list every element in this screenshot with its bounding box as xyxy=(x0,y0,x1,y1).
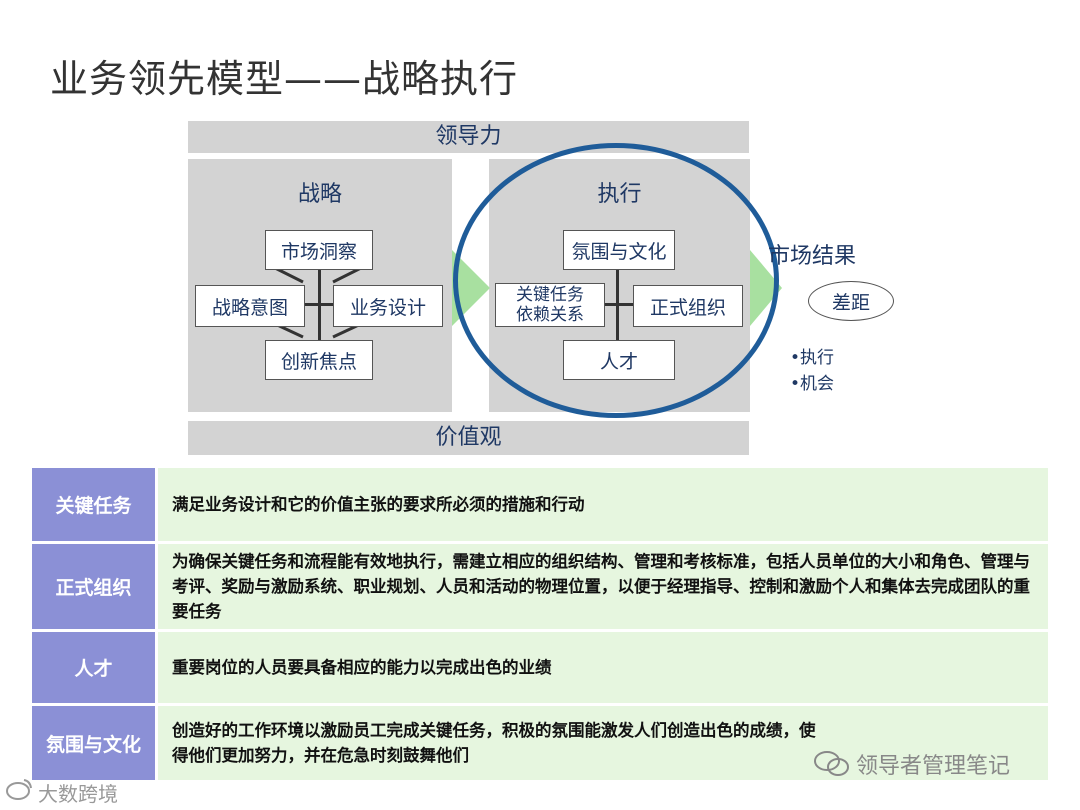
result-bullet-opportunity: •机会 xyxy=(790,374,835,394)
market-result-heading: 市场结果 xyxy=(768,244,857,269)
strategy-heading: 战略 xyxy=(297,182,342,207)
strategic-intent-box: 战略意图 xyxy=(195,285,305,327)
values-label: 价值观 xyxy=(435,425,502,450)
table-row-desc: 重要岗位的人员要具备相应的能力以完成出色的业绩 xyxy=(158,632,1048,703)
result-bullet-execution: •执行 xyxy=(790,348,835,368)
values-bar: 价值观 xyxy=(188,421,749,455)
table-row-label: 关键任务 xyxy=(32,468,155,541)
leadership-bar: 领导力 xyxy=(188,121,749,153)
strategy-connector-h xyxy=(300,303,336,306)
table-row-desc: 满足业务设计和它的价值主张的要求所必须的措施和行动 xyxy=(158,468,1048,541)
table-row-label: 正式组织 xyxy=(32,544,155,629)
weibo-icon xyxy=(6,779,32,800)
table-row-desc: 创造好的工作环境以激励员工完成关键任务，积极的氛围能激发人们创造出色的成绩，使得… xyxy=(158,706,1048,780)
business-design-box: 业务设计 xyxy=(333,285,443,327)
watermark-left: 大数跨境 xyxy=(38,782,118,806)
table-row-label: 氛围与文化 xyxy=(32,706,155,780)
page-title: 业务领先模型——战略执行 xyxy=(50,57,519,101)
table-row-label: 人才 xyxy=(32,632,155,703)
wechat-icon xyxy=(814,751,849,776)
gap-oval: 差距 xyxy=(808,281,894,321)
market-insight-box: 市场洞察 xyxy=(265,230,373,270)
table-row-desc: 为确保关键任务和流程能有效地执行，需建立相应的组织结构、管理和考核标准，包括人员… xyxy=(158,544,1048,629)
leadership-label: 领导力 xyxy=(435,124,502,149)
strategy-connector-v xyxy=(318,268,321,345)
execution-ellipse xyxy=(453,143,779,418)
innovation-focus-box: 创新焦点 xyxy=(265,340,373,380)
watermark-right: 领导者管理笔记 xyxy=(856,754,1011,779)
